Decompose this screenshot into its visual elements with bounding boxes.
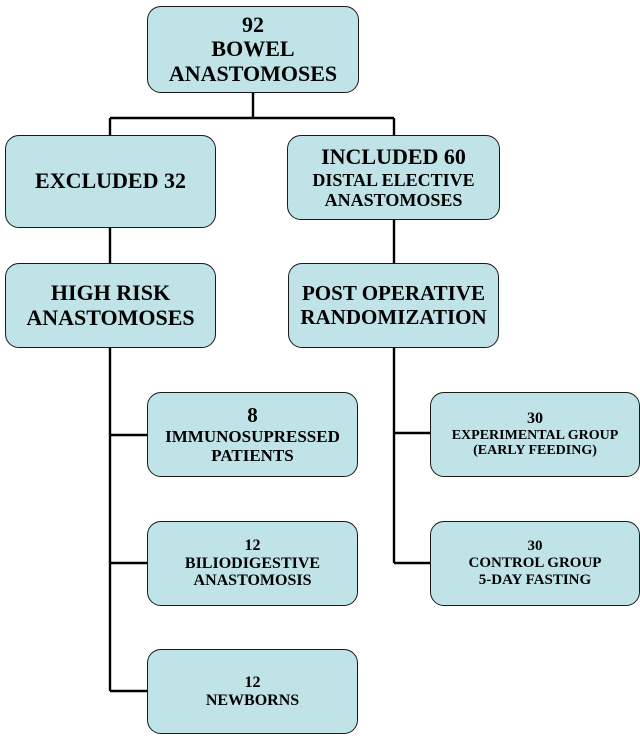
node-label-line2: ANASTOMOSES (324, 189, 463, 210)
node-included: INCLUDED 60 DISTAL ELECTIVE ANASTOMOSES (287, 135, 500, 220)
node-label-line1: HIGH RISK (50, 279, 171, 305)
node-count: 92 (242, 11, 264, 37)
node-label-line2: (EARLY FEEDING) (473, 443, 597, 459)
node-label-line2: ANASTOMOSIS (193, 572, 312, 590)
node-label-line1: DISTAL ELECTIVE (312, 169, 475, 190)
node-label-line2: 5-DAY FASTING (478, 571, 592, 588)
node-newborns: 12 NEWBORNS (147, 649, 358, 734)
node-title: INCLUDED 60 (321, 144, 466, 170)
node-label-line2: PATIENTS (211, 446, 294, 466)
node-count: 8 (247, 402, 258, 427)
node-control-group: 30 CONTROL GROUP 5-DAY FASTING (430, 521, 640, 606)
node-label-line2: RANDOMIZATION (300, 304, 487, 329)
node-count: 12 (244, 673, 261, 691)
node-label-line1: CONTROL GROUP (468, 555, 602, 572)
node-label-line1: NEWBORNS (205, 691, 300, 709)
node-randomization: POST OPERATIVE RANDOMIZATION (288, 263, 499, 348)
node-label-line1: EXPERIMENTAL GROUP (451, 427, 619, 443)
node-biliodigestive: 12 BILIODIGESTIVE ANASTOMOSIS (147, 521, 358, 606)
node-count: 30 (527, 409, 543, 427)
node-label-line1: POST OPERATIVE (301, 280, 485, 305)
node-high-risk: HIGH RISK ANASTOMOSES (5, 263, 216, 348)
node-experimental-group: 30 EXPERIMENTAL GROUP (EARLY FEEDING) (430, 392, 640, 477)
node-label-line2: ANASTOMOSES (26, 304, 195, 330)
node-label-line1: BOWEL (211, 36, 295, 62)
node-label-line1: BILIODIGESTIVE (184, 554, 321, 572)
node-count: 30 (527, 538, 543, 555)
node-label-line1: IMMUNOSUPRESSED (165, 427, 340, 447)
node-label: EXCLUDED 32 (35, 168, 186, 194)
node-immunosupressed: 8 IMMUNOSUPRESSED PATIENTS (147, 392, 358, 477)
node-bowel-anastomoses: 92 BOWEL ANASTOMOSES (147, 6, 359, 93)
node-count: 12 (244, 536, 261, 554)
node-label-line2: ANASTOMOSES (168, 60, 338, 86)
node-excluded: EXCLUDED 32 (5, 135, 216, 228)
